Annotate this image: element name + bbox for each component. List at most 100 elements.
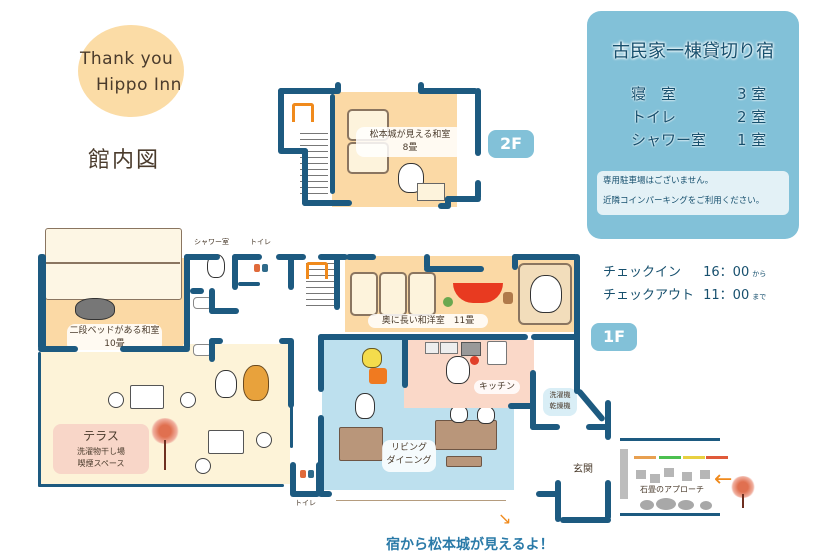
cat-illustration xyxy=(243,365,269,401)
fridge xyxy=(487,341,507,365)
wall xyxy=(512,254,518,270)
stairs-arrow-icon xyxy=(292,103,314,122)
wall xyxy=(209,288,215,314)
wall xyxy=(530,424,560,430)
room-name: 洗濯機 xyxy=(549,391,571,399)
wall xyxy=(209,338,223,344)
low-desk xyxy=(417,183,445,201)
floor-badge-1f: 1F xyxy=(591,323,637,351)
room-count-bedroom: 寝 室 3 室 xyxy=(631,83,766,104)
wall xyxy=(574,254,580,394)
half-round-table xyxy=(453,283,503,303)
step-stone xyxy=(620,449,628,499)
entrance-arrow-icon: ← xyxy=(714,467,733,492)
room-count-value: 3 室 xyxy=(737,85,767,103)
futon xyxy=(379,272,407,316)
logo-badge xyxy=(78,25,184,117)
wall xyxy=(209,308,239,314)
maple-tree-icon xyxy=(730,476,756,498)
wall xyxy=(536,491,560,497)
wall xyxy=(508,403,534,409)
cat-illustration xyxy=(75,298,115,320)
info-title: 古民家一棟貸切り宿 xyxy=(612,41,774,62)
rock xyxy=(678,500,694,510)
bunk-bed-rail xyxy=(45,262,180,264)
wall xyxy=(209,338,215,362)
wall xyxy=(318,254,348,260)
terrace-table xyxy=(130,385,164,409)
wall xyxy=(232,254,262,260)
rock xyxy=(640,500,654,510)
wall xyxy=(530,370,536,430)
wall xyxy=(318,334,528,340)
wall xyxy=(302,200,352,206)
wall xyxy=(424,266,484,272)
wall xyxy=(335,82,341,94)
notice-line: 専用駐車場はございません。 xyxy=(603,176,714,186)
tree-trunk xyxy=(742,494,744,508)
floor-badge-2f: 2F xyxy=(488,130,534,158)
wall xyxy=(318,334,324,392)
wall xyxy=(555,480,561,522)
wall xyxy=(316,462,322,496)
maple-tree-icon xyxy=(150,418,180,444)
room-label-laundry: 洗濯機 乾燥機 xyxy=(543,388,577,416)
slipper-icon xyxy=(300,470,306,478)
rock xyxy=(700,501,712,510)
wall xyxy=(418,88,478,94)
room-label-living: リビング ダイニング xyxy=(382,440,436,472)
room-label-kitchen: キッチン xyxy=(474,380,520,394)
checkin-suffix: から xyxy=(752,270,767,278)
window xyxy=(336,500,506,501)
room-label-terrace: テラス 洗濯物干し場 喫煙スペース xyxy=(53,424,149,474)
wall xyxy=(38,352,41,487)
futon xyxy=(408,272,436,316)
wall xyxy=(475,180,481,200)
room-size: 11畳 xyxy=(453,316,475,326)
bench xyxy=(446,456,482,467)
chair xyxy=(256,432,272,448)
room-label-long-washitsu: 奥に長い和洋室 11畳 xyxy=(368,314,488,328)
room-name: リビング xyxy=(390,443,427,453)
room-name: テラス xyxy=(83,429,119,443)
slipper-icon xyxy=(308,470,314,478)
logo-text: Thank you Hippo Inn xyxy=(80,46,190,98)
sofa-bed xyxy=(518,263,572,325)
bunk-bed xyxy=(45,228,182,300)
stepping-stone xyxy=(682,472,692,481)
approach-border xyxy=(620,513,720,516)
bicycle-icon xyxy=(706,444,728,459)
room-label-2f-washitsu: 松本城が見える和室 8畳 xyxy=(356,127,464,157)
stairs-arrow-icon xyxy=(306,262,328,279)
room-label-genkan: 玄関 xyxy=(573,464,593,475)
wall xyxy=(402,334,408,388)
wall xyxy=(512,254,578,260)
room-count-value: 1 室 xyxy=(737,131,767,149)
label-toilet-top: トイレ xyxy=(250,238,271,246)
wall xyxy=(184,254,190,350)
wall xyxy=(232,254,238,290)
approach-border xyxy=(620,438,720,441)
wall xyxy=(334,254,340,310)
apple-icon xyxy=(470,356,479,365)
stove-heater xyxy=(369,368,387,384)
dining-table xyxy=(435,420,497,450)
stepping-stone xyxy=(664,468,674,477)
wall xyxy=(279,338,293,344)
label-toilet-bottom: トイレ xyxy=(295,499,316,507)
wall xyxy=(445,196,451,208)
wall xyxy=(190,288,204,294)
room-name-2: 乾燥機 xyxy=(549,402,571,410)
chair xyxy=(195,458,211,474)
room-count-label: 寝 室 xyxy=(631,85,677,103)
room-count-value: 2 室 xyxy=(737,108,767,126)
wall xyxy=(38,254,46,350)
staircase-1f xyxy=(306,258,336,310)
notice-line: 近隣コインパーキングをご利用ください。 xyxy=(603,196,765,206)
room-size: 8畳 xyxy=(402,143,418,153)
wall xyxy=(531,334,579,340)
room-count-label: トイレ xyxy=(631,108,677,126)
